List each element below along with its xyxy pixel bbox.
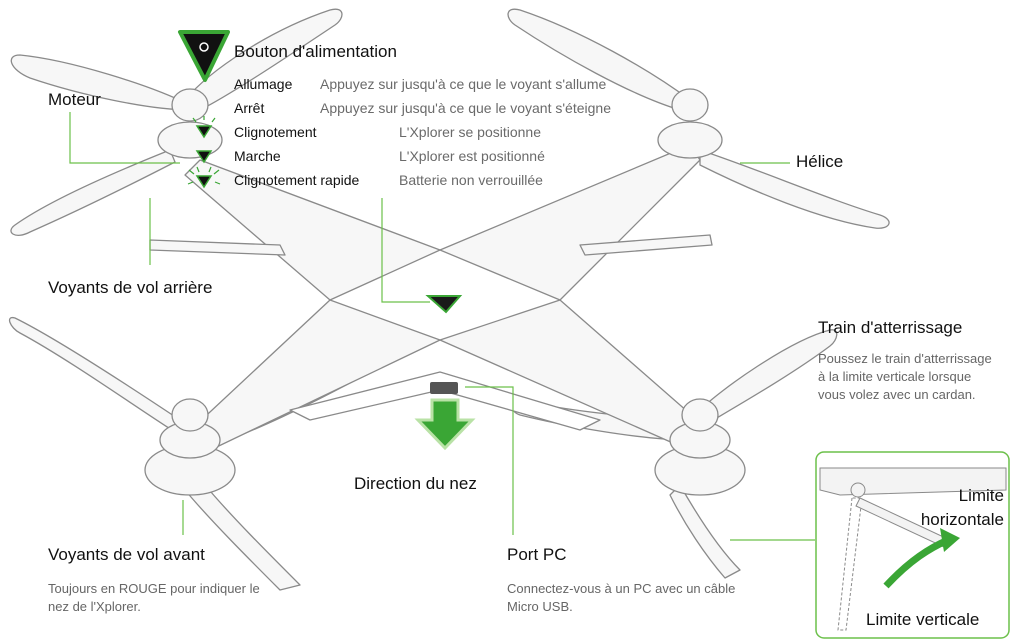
vertical-limit-label: Limite verticale <box>866 610 980 629</box>
landing-gear-note: Poussez le train d'atterrissage à la lim… <box>818 351 992 402</box>
pc-port-note: Connectez-vous à un PC avec un câble Mic… <box>507 581 736 614</box>
state-label-power-off: Arrêt <box>234 100 265 116</box>
motor-label: Moteur <box>48 90 101 109</box>
state-label-power-on: Allumage <box>234 76 293 92</box>
power-icon <box>178 30 230 82</box>
state-desc-fast-blink: Batterie non verrouillée <box>399 172 543 188</box>
state-label-blinking: Clignotement <box>234 124 317 140</box>
nose-direction-arrow <box>414 398 476 451</box>
state-desc-power-off: Appuyez sur jusqu'à ce que le voyant s'é… <box>320 100 611 116</box>
state-desc-solid: L'Xplorer est positionné <box>399 148 545 164</box>
nose-direction-label: Direction du nez <box>354 474 477 493</box>
pc-port-label: Port PC <box>507 545 567 564</box>
power-button-label: Bouton d'alimentation <box>234 42 397 61</box>
state-label-solid: Marche <box>234 148 281 164</box>
horizontal-limit-label: Limite horizontale <box>920 486 1004 529</box>
landing-gear-inset <box>815 451 1010 639</box>
center-power-button <box>425 295 463 314</box>
state-desc-blinking: L'Xplorer se positionne <box>399 124 541 140</box>
rear-lights-label: Voyants de vol arrière <box>48 278 213 297</box>
front-lights-note: Toujours en ROUGE pour indiquer le nez d… <box>48 581 260 614</box>
state-desc-power-on: Appuyez sur jusqu'à ce que le voyant s'a… <box>320 76 607 92</box>
landing-gear-label: Train d'atterrissage <box>818 318 963 337</box>
front-lights-label: Voyants de vol avant <box>48 545 205 564</box>
pc-port-connector <box>430 382 458 394</box>
propeller-label: Hélice <box>796 152 844 171</box>
fast-blink-indicator-icon <box>187 166 221 189</box>
blink-indicator-icon <box>192 116 216 139</box>
solid-indicator-icon <box>195 150 213 164</box>
state-label-fast-blink: Clignotement rapide <box>234 172 360 188</box>
